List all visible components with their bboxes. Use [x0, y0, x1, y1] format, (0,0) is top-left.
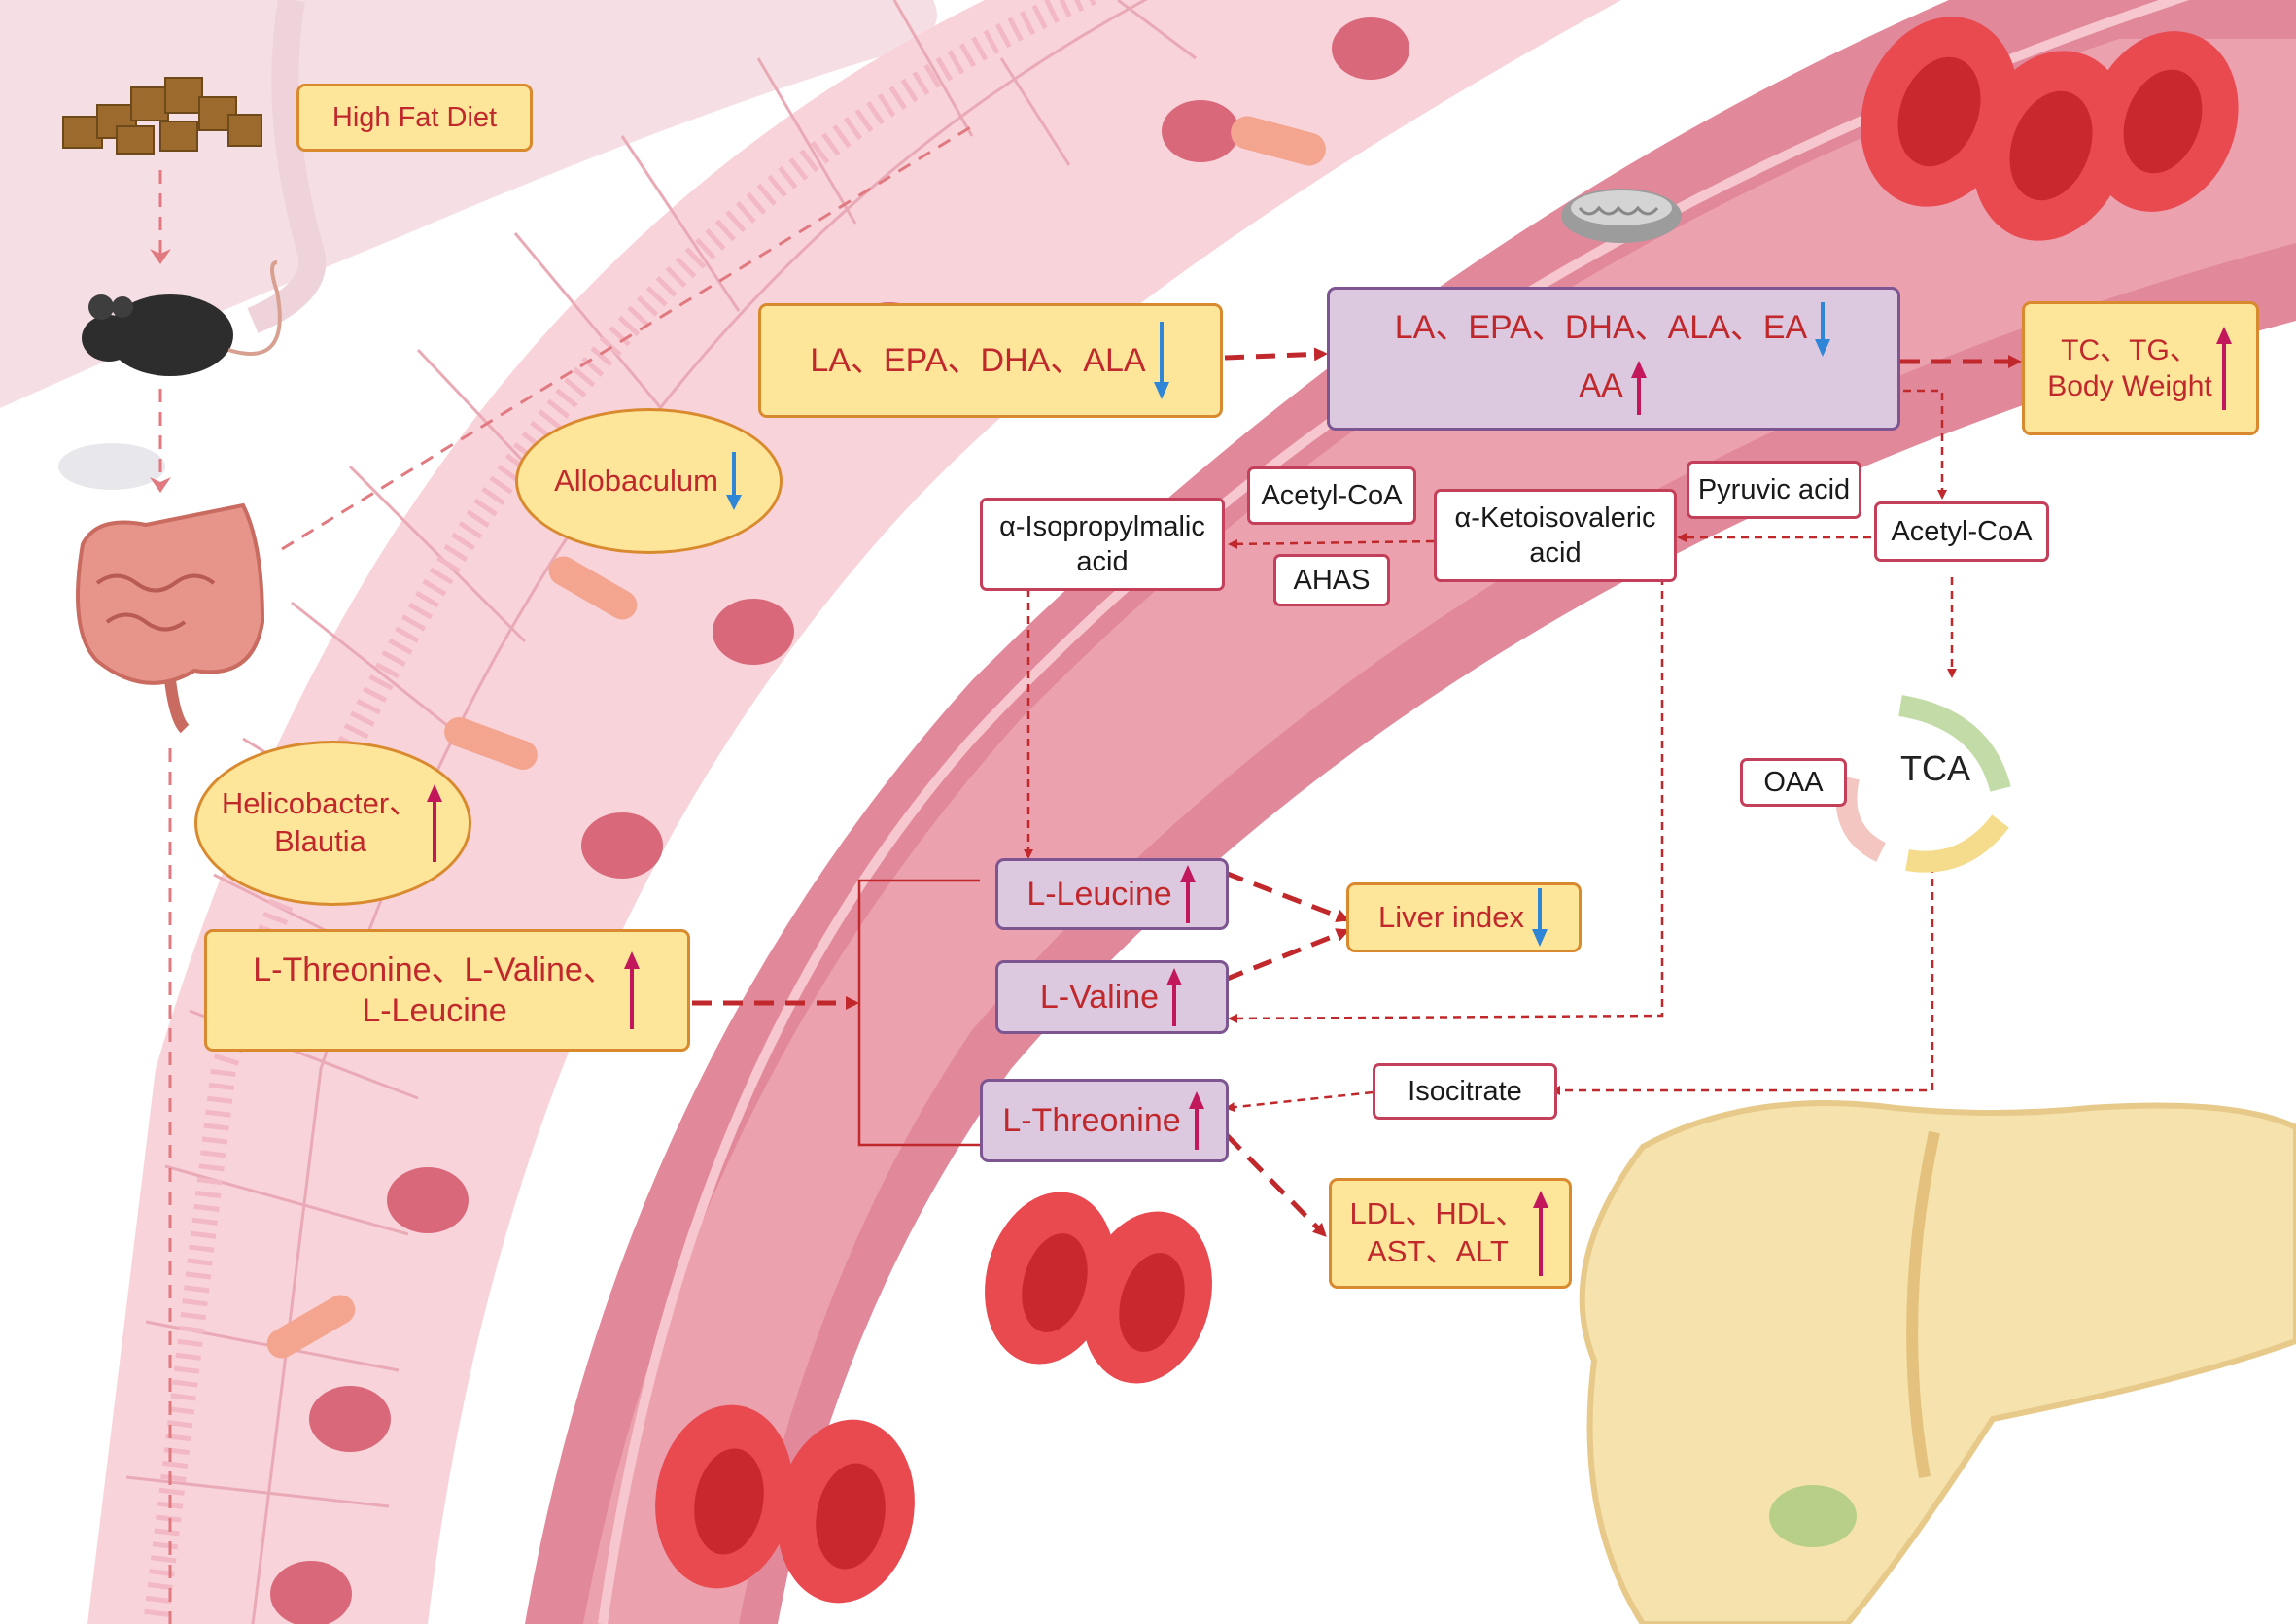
- helicobacter-text: Helicobacter、: [221, 786, 420, 821]
- left-flow-arrows: [150, 124, 973, 1624]
- blautia-text: Blautia: [274, 824, 366, 858]
- up-arrow-icon: [427, 784, 443, 862]
- mouse-icon: [82, 260, 282, 376]
- isopropylmalic-acid-box: α-Isopropylmalic acid: [980, 498, 1225, 591]
- food-pellets-icon: [62, 77, 262, 155]
- lipids-line2: Body Weight: [2047, 370, 2212, 402]
- gallbladder: [1769, 1485, 1857, 1547]
- l-leucine-box: L-Leucine: [995, 858, 1229, 930]
- tca-cycle-icon: [1835, 695, 2011, 873]
- high-fat-diet-label: High Fat Diet: [296, 84, 533, 152]
- up-arrow-icon: [1630, 361, 1647, 415]
- fatty-acids-gut-box: LA、EPA、DHA、ALA: [758, 303, 1223, 418]
- group-bracket: [857, 879, 980, 1147]
- down-arrow-icon: [725, 452, 742, 510]
- down-arrow-icon: [1153, 322, 1169, 399]
- epithelium-band: [87, 0, 1621, 1624]
- isocitrate-box: Isocitrate: [1373, 1063, 1557, 1120]
- bacteria-rods: [266, 116, 1326, 1359]
- l-leucine-text: L-Leucine: [1026, 875, 1172, 913]
- serum-markers-box: LDL、HDL、AST、ALT: [1329, 1178, 1572, 1289]
- down-arrow-icon: [1815, 302, 1831, 357]
- microvilli: [143, 0, 1106, 1624]
- up-arrow-icon: [1533, 1191, 1549, 1276]
- up-arrow-icon: [1188, 1091, 1204, 1150]
- allobaculum-text: Allobaculum: [554, 463, 718, 498]
- fatty-acids-blood-line1: LA、EPA、DHA、ALA、EA: [1394, 308, 1808, 346]
- liver-index-text: Liver index: [1378, 899, 1524, 934]
- up-arrow-icon: [623, 951, 640, 1029]
- main-flow-arrows: [692, 347, 2022, 1237]
- isopropylmalic-line2: acid: [1076, 546, 1129, 577]
- lipids-box: TC、TG、 Body Weight: [2022, 301, 2259, 435]
- allobaculum-ellipse: Allobaculum: [515, 408, 783, 554]
- up-arrow-icon: [2215, 327, 2232, 410]
- amino-acids-box: L-Threonine、L-Valine、 L-Leucine: [204, 929, 690, 1052]
- ahas-enzyme-box: AHAS: [1273, 554, 1390, 606]
- up-arrow-icon: [1179, 865, 1196, 923]
- ketoisovaleric-line1: α-Ketoisovaleric: [1454, 501, 1656, 534]
- down-arrow-icon: [1531, 888, 1548, 947]
- fatty-acids-blood-line2: AA: [1579, 366, 1623, 404]
- serum-line2: AST、ALT: [1367, 1234, 1509, 1268]
- acetyl-coa-right: Acetyl-CoA: [1874, 501, 2049, 562]
- isocitrate-text: Isocitrate: [1408, 1075, 1522, 1107]
- ahas-text: AHAS: [1293, 564, 1371, 596]
- acetyl-coa-left-text: Acetyl-CoA: [1261, 479, 1403, 511]
- liver-illustration: [1579, 1100, 2296, 1624]
- liver-index-box: Liver index: [1346, 882, 1582, 952]
- amino-acids-line2: L-Leucine: [362, 992, 507, 1029]
- high-fat-diet-text: High Fat Diet: [331, 101, 498, 133]
- serum-line1: LDL、HDL、: [1349, 1196, 1526, 1231]
- stomach-shadow: [58, 443, 165, 490]
- pyruvic-acid-box: Pyruvic acid: [1687, 461, 1861, 519]
- pathway-arrows: [1024, 389, 1957, 1113]
- oaa-text: OAA: [1763, 766, 1824, 798]
- acetyl-coa-right-text: Acetyl-CoA: [1891, 515, 2033, 547]
- isopropylmalic-line1: α-Isopropylmalic: [999, 510, 1205, 542]
- mitochondrion-icon: [1561, 189, 1682, 243]
- vessel-highlight: [598, 0, 2190, 1624]
- l-threonine-text: L-Threonine: [1002, 1101, 1181, 1139]
- up-arrow-icon: [1166, 968, 1183, 1026]
- acetyl-coa-left: Acetyl-CoA: [1247, 466, 1416, 525]
- pyruvic-acid-text: Pyruvic acid: [1697, 473, 1851, 505]
- fatty-acids-gut-text: LA、EPA、DHA、ALA: [810, 341, 1146, 379]
- fatty-acids-blood-box: LA、EPA、DHA、ALA、EA AA: [1327, 287, 1900, 431]
- l-threonine-box: L-Threonine: [980, 1079, 1229, 1162]
- intestine-icon: [58, 443, 265, 734]
- helicobacter-blautia-ellipse: Helicobacter、Blautia: [194, 741, 471, 906]
- oaa-box: OAA: [1740, 758, 1847, 807]
- organ-fold: [247, 0, 327, 333]
- ketoisovaleric-line2: acid: [1529, 537, 1582, 569]
- amino-acids-line1: L-Threonine、L-Valine、: [253, 950, 616, 988]
- lipids-line1: TC、TG、: [2061, 333, 2199, 366]
- l-valine-box: L-Valine: [995, 960, 1229, 1034]
- red-blood-cells: [655, 17, 2239, 1604]
- l-valine-text: L-Valine: [1039, 978, 1160, 1016]
- tca-label: TCA: [1900, 748, 1970, 788]
